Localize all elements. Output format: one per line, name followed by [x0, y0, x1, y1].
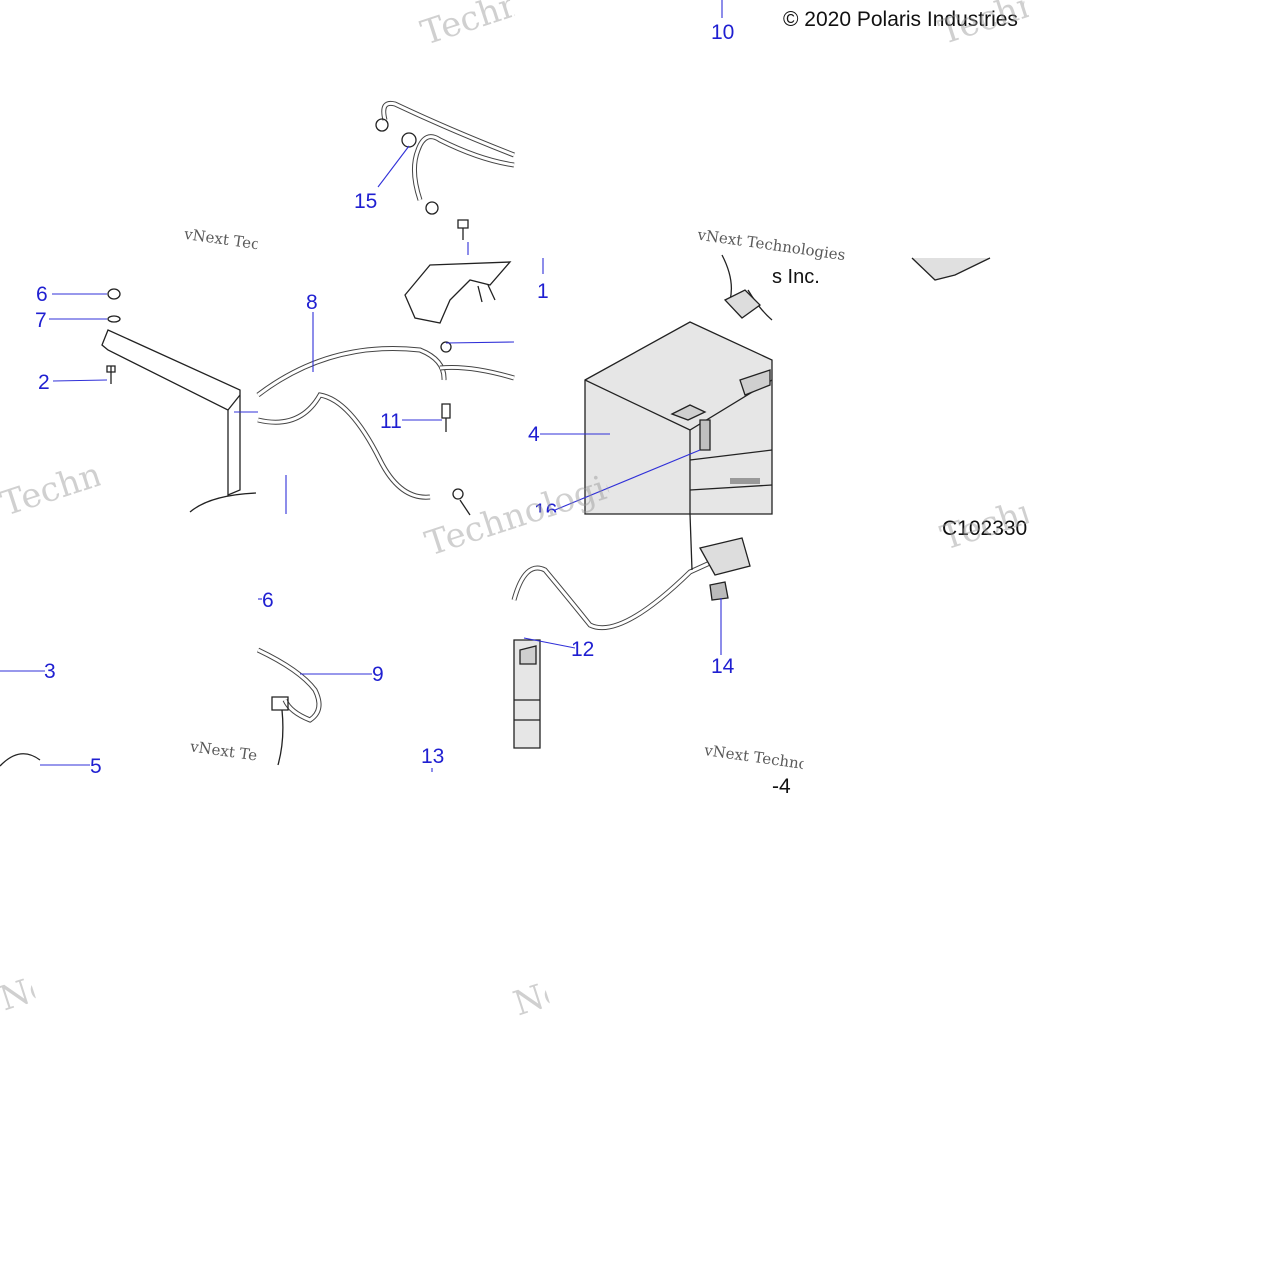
callout-12: 12 [571, 638, 595, 661]
callout-3: 3 [44, 660, 56, 683]
battery [584, 321, 773, 515]
bolt [106, 365, 116, 384]
callout-14: 14 [711, 655, 735, 678]
positive-cable [256, 345, 447, 500]
callout-10: 10 [711, 21, 735, 44]
washer [107, 315, 121, 323]
callout-8: 8 [306, 291, 318, 314]
callout-15: 15 [354, 190, 378, 213]
callout-7: 7 [35, 309, 47, 332]
figure-code-fragment: -4 [772, 775, 791, 798]
callout-11: 11 [380, 410, 402, 433]
callout-5: 5 [90, 755, 102, 778]
callout-6-lower: 6 [262, 589, 274, 612]
callout-13: 13 [421, 745, 445, 768]
copyright-text-fragment: s Inc. [772, 266, 820, 288]
nut [107, 288, 121, 300]
callout-2: 2 [38, 371, 50, 394]
callout-6: 6 [36, 283, 48, 306]
hold-down-strap [101, 329, 241, 496]
charging-harness [511, 559, 714, 631]
callout-16: 16 [534, 500, 558, 523]
callout-9: 9 [372, 663, 384, 686]
mount-bracket [404, 261, 512, 324]
callout-1: 1 [537, 280, 549, 303]
battery-cover [0, 492, 257, 767]
copyright-text: © 2020 Polaris Industries [783, 8, 1018, 31]
ground-cable [381, 100, 515, 201]
figure-code: C102330 [942, 517, 1028, 540]
callout-4: 4 [528, 423, 540, 446]
